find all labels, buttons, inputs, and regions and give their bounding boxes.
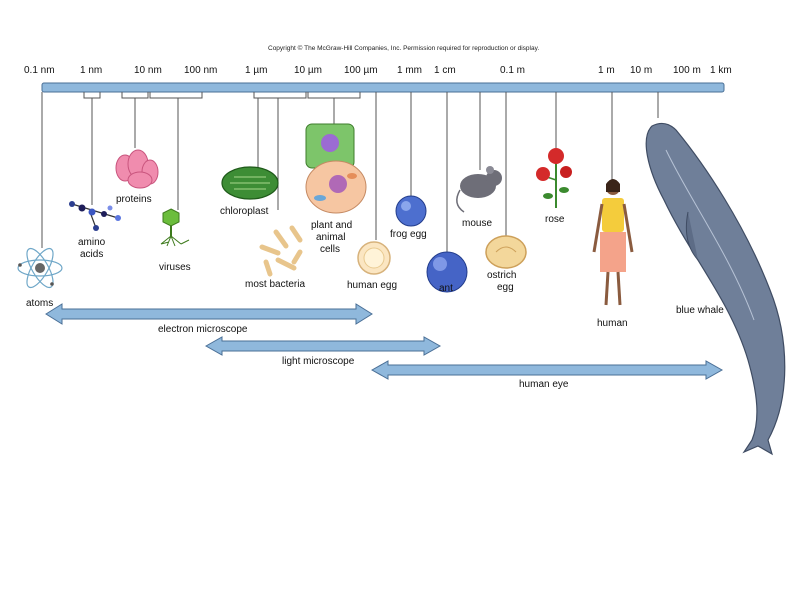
label-mouse: mouse bbox=[462, 218, 492, 229]
protein-icon bbox=[115, 149, 159, 189]
human-egg-icon bbox=[357, 241, 391, 275]
label-atoms: atoms bbox=[26, 298, 53, 309]
label-amino-acids-1: amino bbox=[78, 237, 106, 248]
label-light-microscope: light microscope bbox=[282, 356, 355, 367]
scale-label-1m: 1 m bbox=[598, 65, 615, 76]
atom-icon bbox=[17, 247, 63, 289]
label-ant: ant bbox=[439, 283, 453, 294]
label-ostrich-egg-1: ostrich bbox=[487, 270, 516, 281]
label-ostrich-egg-2: egg bbox=[497, 282, 514, 293]
label-blue-whale: blue whale bbox=[676, 305, 724, 316]
virus-icon bbox=[160, 208, 190, 247]
blue-whale-icon bbox=[645, 122, 786, 456]
copyright-text: Copyright © The McGraw-Hill Companies, I… bbox=[268, 44, 539, 52]
scale-label-0-1nm: 0.1 nm bbox=[24, 65, 55, 76]
label-proteins: proteins bbox=[116, 194, 152, 205]
light-microscope-arrow bbox=[204, 336, 442, 356]
scale-label-100um: 100 µm bbox=[344, 65, 378, 76]
label-frog-egg: frog egg bbox=[390, 229, 427, 240]
scale-label-10m: 10 m bbox=[630, 65, 652, 76]
scale-bar bbox=[41, 82, 725, 93]
scale-label-1cm: 1 cm bbox=[434, 65, 456, 76]
human-eye-arrow bbox=[370, 360, 724, 380]
scale-label-1um: 1 µm bbox=[245, 65, 267, 76]
scale-label-1km: 1 km bbox=[710, 65, 732, 76]
ant-icon bbox=[426, 251, 468, 293]
cell-icon bbox=[305, 123, 367, 214]
label-human-egg: human egg bbox=[347, 280, 397, 291]
pointer-lines bbox=[41, 92, 659, 252]
ostrich-egg-icon bbox=[485, 235, 527, 269]
label-cells-1: plant and bbox=[311, 220, 352, 231]
label-amino-acids-2: acids bbox=[80, 249, 103, 260]
scale-label-1mm: 1 mm bbox=[397, 65, 422, 76]
label-most-bacteria: most bacteria bbox=[245, 279, 305, 290]
label-cells-2: animal bbox=[316, 232, 345, 243]
label-cells-3: cells bbox=[320, 244, 340, 255]
scale-label-0-1m: 0.1 m bbox=[500, 65, 525, 76]
chloroplast-icon bbox=[221, 166, 279, 200]
bacteria-icon bbox=[259, 225, 303, 277]
scale-label-10um: 10 µm bbox=[294, 65, 322, 76]
label-chloroplast: chloroplast bbox=[220, 206, 269, 217]
mouse-icon bbox=[456, 166, 502, 213]
frog-egg-icon bbox=[395, 195, 427, 227]
scale-label-10nm: 10 nm bbox=[134, 65, 162, 76]
label-viruses: viruses bbox=[159, 262, 191, 273]
electron-microscope-arrow bbox=[45, 303, 373, 325]
human-icon bbox=[592, 179, 634, 306]
label-rose: rose bbox=[545, 214, 565, 225]
amino-acid-icon bbox=[69, 201, 121, 231]
scale-label-100nm: 100 nm bbox=[184, 65, 217, 76]
label-human-eye: human eye bbox=[519, 379, 569, 390]
scale-label-100m: 100 m bbox=[673, 65, 701, 76]
range-brackets bbox=[83, 92, 361, 99]
label-electron-microscope: electron microscope bbox=[158, 324, 248, 335]
scale-label-1nm: 1 nm bbox=[80, 65, 102, 76]
label-human: human bbox=[597, 318, 628, 329]
rose-icon bbox=[536, 148, 572, 208]
